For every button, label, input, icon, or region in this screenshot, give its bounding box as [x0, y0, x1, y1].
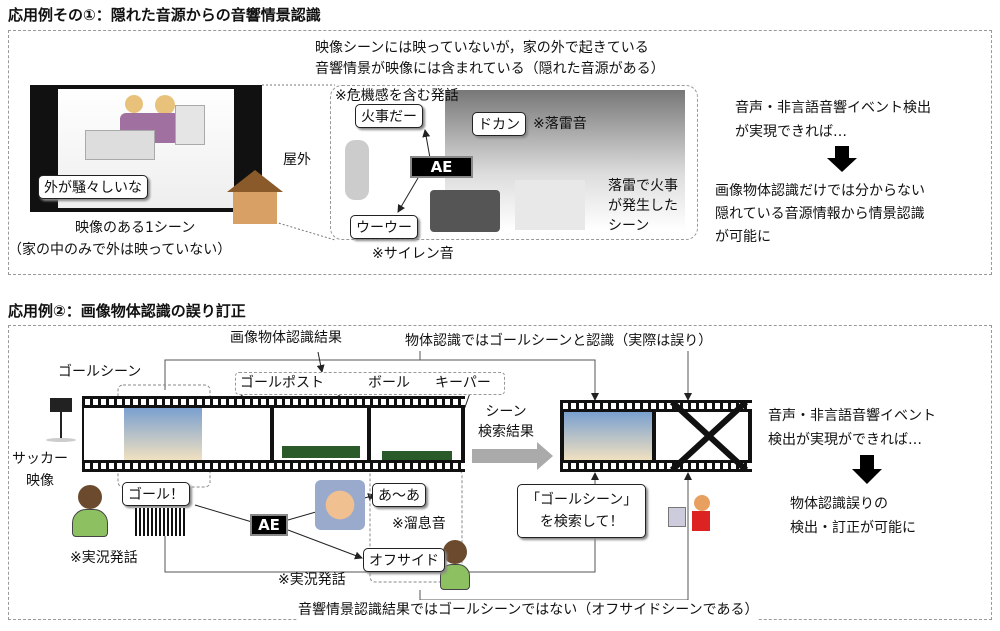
- user-at-computer: [668, 495, 716, 547]
- section2-conclusion: 物体認識誤りの 検出・訂正が可能に: [790, 492, 916, 540]
- object-goalpost: ゴールポスト: [240, 375, 324, 391]
- bubble-sigh: あ〜あ: [372, 483, 426, 507]
- ae-label: AE: [250, 514, 288, 536]
- soccer-video-line: サッカー: [12, 451, 68, 467]
- label-goal-scene: ゴールシーン: [58, 364, 142, 380]
- note-commentary-1: ※実況発話: [70, 550, 138, 566]
- crowd-illustration: [315, 480, 365, 530]
- fire-truck: [430, 190, 500, 232]
- conclusion-line: 画像物体認識だけでは分からない: [715, 183, 925, 199]
- scene-desc-line: 落雷で火事: [608, 178, 678, 194]
- label-wrong-recognition: 物体認識ではゴールシーンと認識（実際は誤り）: [405, 331, 713, 351]
- burning-house: [515, 180, 585, 230]
- outdoor-scene-box: [330, 85, 698, 240]
- house-icon: [225, 170, 285, 225]
- section1-header-line1: 映像シーンには映っていないが，家の外で起きている: [315, 40, 649, 56]
- soccer-video-label: サッカー 映像: [12, 448, 68, 492]
- search-request-bubble: 「ゴールシーン」 を検索して！: [517, 484, 647, 538]
- person-figure: [345, 140, 369, 200]
- bubble-offside: オフサイド: [363, 548, 445, 572]
- scene-caption-1: 映像のある1シーン: [75, 220, 196, 236]
- search-request-line: 「ゴールシーン」: [526, 492, 638, 508]
- search-result-line: 検索結果: [478, 424, 534, 440]
- down-arrow-icon: [827, 146, 857, 172]
- bubble-thunder: ドカン: [472, 112, 526, 136]
- section2-frame: [8, 325, 992, 620]
- condition-line: 検出が実現ができれば…: [768, 432, 922, 448]
- conclusion-line: 検出・訂正が可能に: [790, 520, 916, 536]
- family-illustration: [85, 95, 205, 165]
- conclusion-line: 隠れている音源情報から情景認識: [715, 206, 925, 222]
- ae-label: AE: [410, 156, 473, 178]
- bubble-goal: ゴール！: [122, 482, 190, 506]
- scene-description: 落雷で火事 が発生した シーン: [608, 176, 678, 236]
- note-urgent-speech: ※危機感を含む発話: [335, 88, 459, 104]
- conclusion-line: 物体認識誤りの: [790, 496, 888, 512]
- cross-mark-icon: [669, 400, 749, 472]
- search-result-label: シーン 検索結果: [478, 402, 534, 442]
- section1-header-line2: 音響情景が映像には含まれている（隠れた音源がある）: [315, 61, 665, 77]
- camera-icon: [38, 398, 78, 446]
- waveform-icon: [135, 508, 185, 536]
- section2-condition: 音声・非言語音響イベント 検出が実現ができれば…: [768, 404, 936, 452]
- soccer-filmstrip: [82, 396, 465, 472]
- note-thunder: ※落雷音: [533, 116, 587, 132]
- result-filmstrip: [560, 400, 752, 472]
- commentator-avatar: [72, 485, 108, 537]
- keeper-image: [382, 451, 452, 460]
- bubble-siren: ウーウー: [350, 215, 418, 239]
- section2-title: 応用例②：画像物体認識の誤り訂正: [8, 302, 246, 320]
- soccer-video-line: 映像: [26, 473, 54, 489]
- note-sigh: ※溜息音: [392, 516, 446, 532]
- commentator-avatar-2: [440, 540, 470, 590]
- kick-image: [282, 446, 360, 458]
- condition-line: 音声・非言語音響イベント検出: [735, 100, 931, 116]
- outdoor-label: 屋外: [283, 152, 311, 168]
- bubble-fire: 火事だー: [355, 104, 423, 128]
- acoustic-result-text: 音響情景認識結果ではゴールシーンではない（オフサイドシーンである）: [298, 600, 759, 620]
- section1-frame: [8, 30, 992, 275]
- scene-caption-2: （家の中のみで外は映っていない）: [8, 242, 232, 258]
- object-labels-box: [235, 372, 505, 395]
- section1-title: 応用例その①：隠れた音源からの音響情景認識: [8, 6, 321, 24]
- note-commentary-2: ※実況発話: [278, 572, 346, 588]
- note-siren: ※サイレン音: [372, 246, 454, 262]
- search-request-line: を検索して！: [539, 514, 624, 530]
- section1-conclusion: 画像物体認識だけでは分からない 隠れている音源情報から情景認識 が可能に: [715, 180, 925, 249]
- search-result-line: シーン: [485, 404, 527, 420]
- condition-line: 音声・非言語音響イベント: [768, 408, 936, 424]
- section1-condition: 音声・非言語音響イベント検出 が実現できれば…: [735, 96, 931, 144]
- bubble-noisy-outside: 外が騒々しいな: [38, 175, 148, 199]
- scene-desc-line: シーン: [608, 218, 650, 234]
- object-keeper: キーパー: [435, 375, 491, 391]
- label-image-recognition-result: 画像物体認識結果: [230, 328, 342, 348]
- goal-net-image: [124, 408, 202, 460]
- scene-desc-line: が発生した: [608, 198, 678, 214]
- condition-line: が実現できれば…: [735, 124, 847, 140]
- conclusion-line: が可能に: [715, 229, 771, 245]
- object-ball: ボール: [368, 375, 410, 391]
- down-arrow-icon: [852, 455, 882, 484]
